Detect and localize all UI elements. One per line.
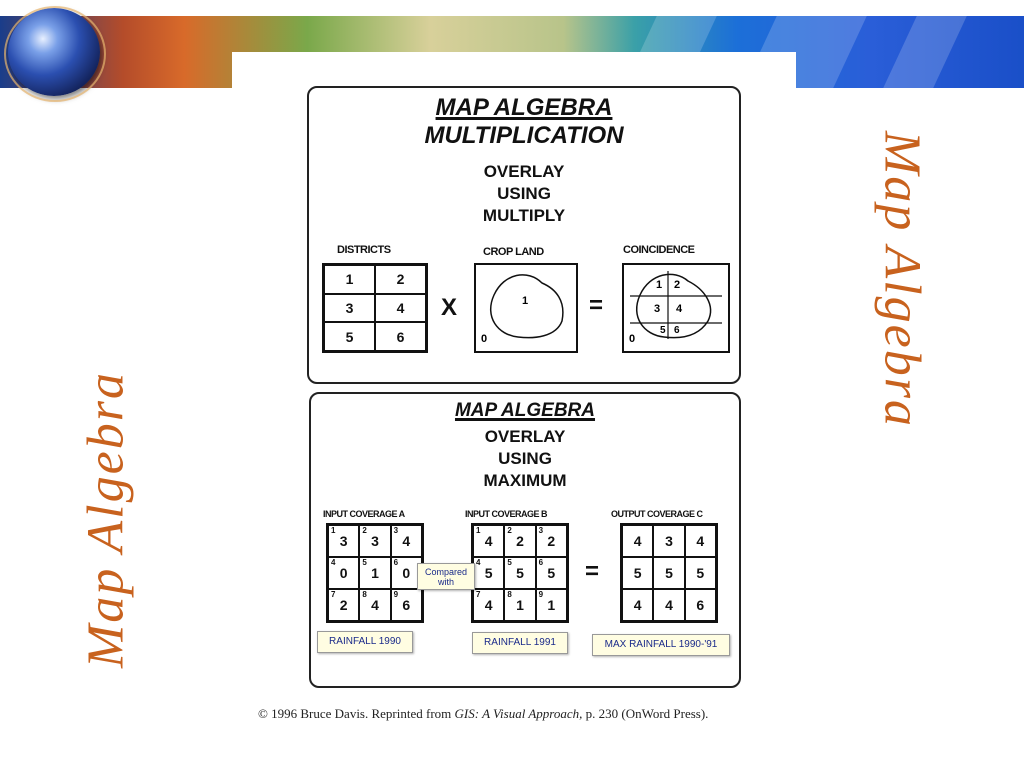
caption-book-title: GIS: A Visual Approach,: [454, 706, 583, 721]
side-title-left: Map Algebra: [77, 371, 135, 668]
district-cell: 5: [324, 322, 375, 351]
coincidence-label: COINCIDENCE: [623, 244, 695, 256]
copyright-caption: © 1996 Bruce Davis. Reprinted from GIS: …: [258, 706, 708, 722]
max-rainfall-tag: MAX RAINFALL 1990-'91: [592, 634, 730, 656]
coincidence-cell: 5: [660, 325, 666, 336]
coincidence-cell: 4: [676, 303, 683, 315]
grid-cell: 5: [653, 557, 685, 589]
crop-land-label: CROP LAND: [483, 246, 544, 258]
district-cell: 3: [324, 293, 375, 323]
district-cell: 6: [375, 322, 426, 351]
output-c-label: OUTPUT COVERAGE C: [611, 509, 703, 519]
coincidence-box: 1 2 3 4 5 6 0: [622, 263, 730, 353]
equals-symbol: =: [585, 558, 600, 585]
district-cell: 1: [324, 265, 375, 294]
panel-title: MAP ALGEBRA: [435, 94, 613, 121]
coincidence-outside-value: 0: [629, 333, 636, 345]
input-a-label: INPUT COVERAGE A: [323, 509, 405, 519]
input-b-label: INPUT COVERAGE B: [465, 509, 548, 519]
crop-inside-value: 1: [522, 295, 529, 307]
coincidence-cell: 2: [674, 279, 681, 291]
grid-cell: 4: [622, 525, 654, 557]
grid-cell: 5: [684, 557, 716, 589]
crop-land-shape: [489, 274, 564, 339]
panel-subtitle-2: USING: [497, 184, 551, 203]
coincidence-cell: 1: [656, 279, 663, 291]
rainfall-1990-tag: RAINFALL 1990: [317, 631, 413, 653]
globe-logo: [4, 6, 106, 102]
caption-suffix: p. 230 (OnWord Press).: [582, 706, 709, 721]
district-cell: 4: [375, 293, 426, 323]
grid-cell: 4: [622, 589, 654, 621]
districts-label: DISTRICTS: [337, 244, 391, 256]
crop-land-box: 1 0: [474, 263, 578, 353]
panel-subtitle-1: OVERLAY: [483, 162, 565, 181]
multiplication-panel: MAP ALGEBRA MULTIPLICATION OVERLAY USING…: [307, 86, 741, 384]
district-cell: 2: [375, 265, 426, 294]
coincidence-shape: [630, 271, 722, 339]
banner-white-strip: [232, 52, 796, 88]
grid-cell: 6: [684, 589, 716, 621]
coincidence-cell: 6: [674, 325, 680, 336]
panel-title-line2: MULTIPLICATION: [424, 122, 624, 149]
panel-subtitle-3: MAXIMUM: [483, 471, 567, 490]
rainfall-1991-tag: RAINFALL 1991: [472, 632, 568, 654]
panel-title: MAP ALGEBRA: [454, 400, 596, 421]
panel-subtitle-1: OVERLAY: [484, 427, 566, 446]
equals-symbol: =: [589, 292, 604, 319]
panel-subtitle-3: MULTIPLY: [482, 206, 566, 225]
caption-prefix: © 1996 Bruce Davis. Reprinted from: [258, 706, 455, 721]
header-banner: [0, 0, 1024, 88]
crop-outside-value: 0: [481, 333, 488, 345]
compared-with-tag: Compared with: [417, 563, 475, 590]
coincidence-cell: 3: [654, 303, 661, 315]
output-c-grid: 4 3 4 5 5 5 4 4 6: [620, 523, 718, 623]
panel-subtitle-2: USING: [498, 449, 552, 468]
times-symbol: X: [441, 294, 458, 321]
grid-cell: 3: [653, 525, 685, 557]
grid-cell: 5: [622, 557, 654, 589]
grid-cell: 4: [684, 525, 716, 557]
side-title-right: Map Algebra: [873, 131, 931, 428]
grid-cell: 4: [653, 589, 685, 621]
districts-grid: 1 2 3 4 5 6: [322, 263, 428, 353]
